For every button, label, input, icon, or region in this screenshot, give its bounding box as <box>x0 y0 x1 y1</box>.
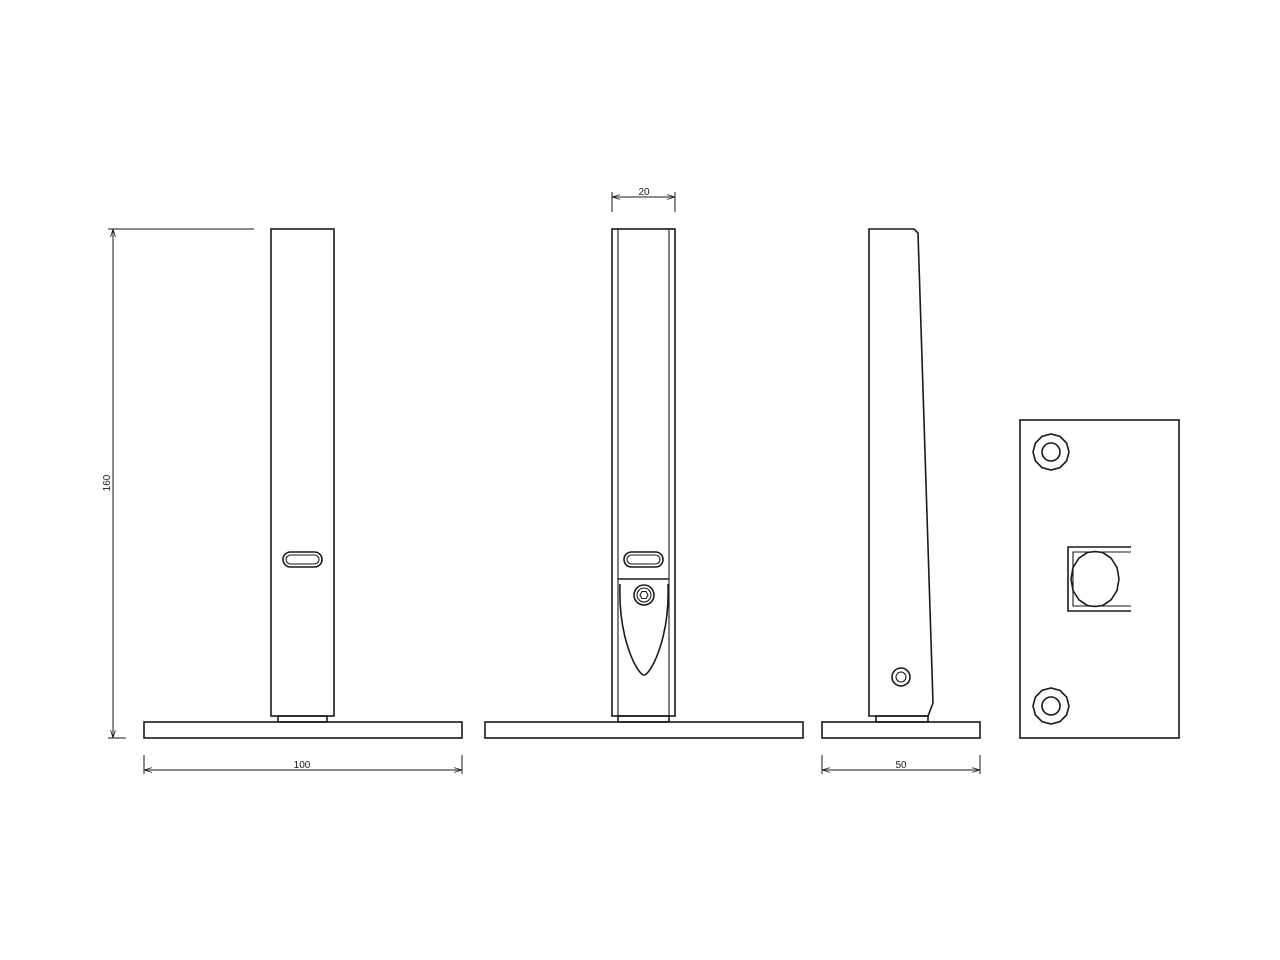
top-mounting-hole-upper-inner <box>1041 442 1061 462</box>
side-post-profile <box>868 228 934 717</box>
top-mounting-hole-lower-icon <box>1032 687 1070 725</box>
side-view <box>821 228 981 739</box>
rear-slot <box>623 551 664 568</box>
front-width-dimension: 100 <box>143 755 463 774</box>
side-width-dimension: 50 <box>821 755 981 774</box>
post-width-dimension: 20 <box>611 187 676 212</box>
rear-clamp-wedge <box>619 583 669 676</box>
side-base-plate <box>821 721 981 739</box>
rear-bolt-hex-icon <box>639 590 649 600</box>
front-base-plate <box>143 721 463 739</box>
top-mounting-hole-upper-icon <box>1032 433 1070 471</box>
top-view <box>1019 419 1180 739</box>
front-slot-inner <box>285 554 320 565</box>
side-width-label: 50 <box>895 760 907 771</box>
front-width-label: 100 <box>294 760 311 771</box>
top-mounting-hole-lower-inner <box>1041 696 1061 716</box>
side-post-neck <box>875 715 929 723</box>
side-bolt-inner <box>895 671 907 683</box>
post-width-label: 20 <box>638 187 650 198</box>
front-post <box>270 228 335 717</box>
top-base-plate <box>1019 419 1180 739</box>
top-channel-outer <box>1067 546 1131 612</box>
rear-view <box>484 228 804 739</box>
rear-post-neck <box>617 715 670 723</box>
rear-base-plate <box>484 721 804 739</box>
rear-slot-inner <box>626 554 661 565</box>
rear-bolt-outer <box>633 584 655 606</box>
height-label: 160 <box>102 474 113 491</box>
rear-post <box>611 228 676 717</box>
side-bolt-outer <box>891 667 911 687</box>
front-view <box>143 228 463 739</box>
height-dimension: 160 <box>102 228 254 739</box>
top-post-circle-icon <box>1070 550 1120 608</box>
front-post-neck <box>277 715 328 723</box>
front-slot <box>282 551 323 568</box>
rear-bolt-ring <box>636 587 652 603</box>
top-channel-inner <box>1072 551 1131 607</box>
